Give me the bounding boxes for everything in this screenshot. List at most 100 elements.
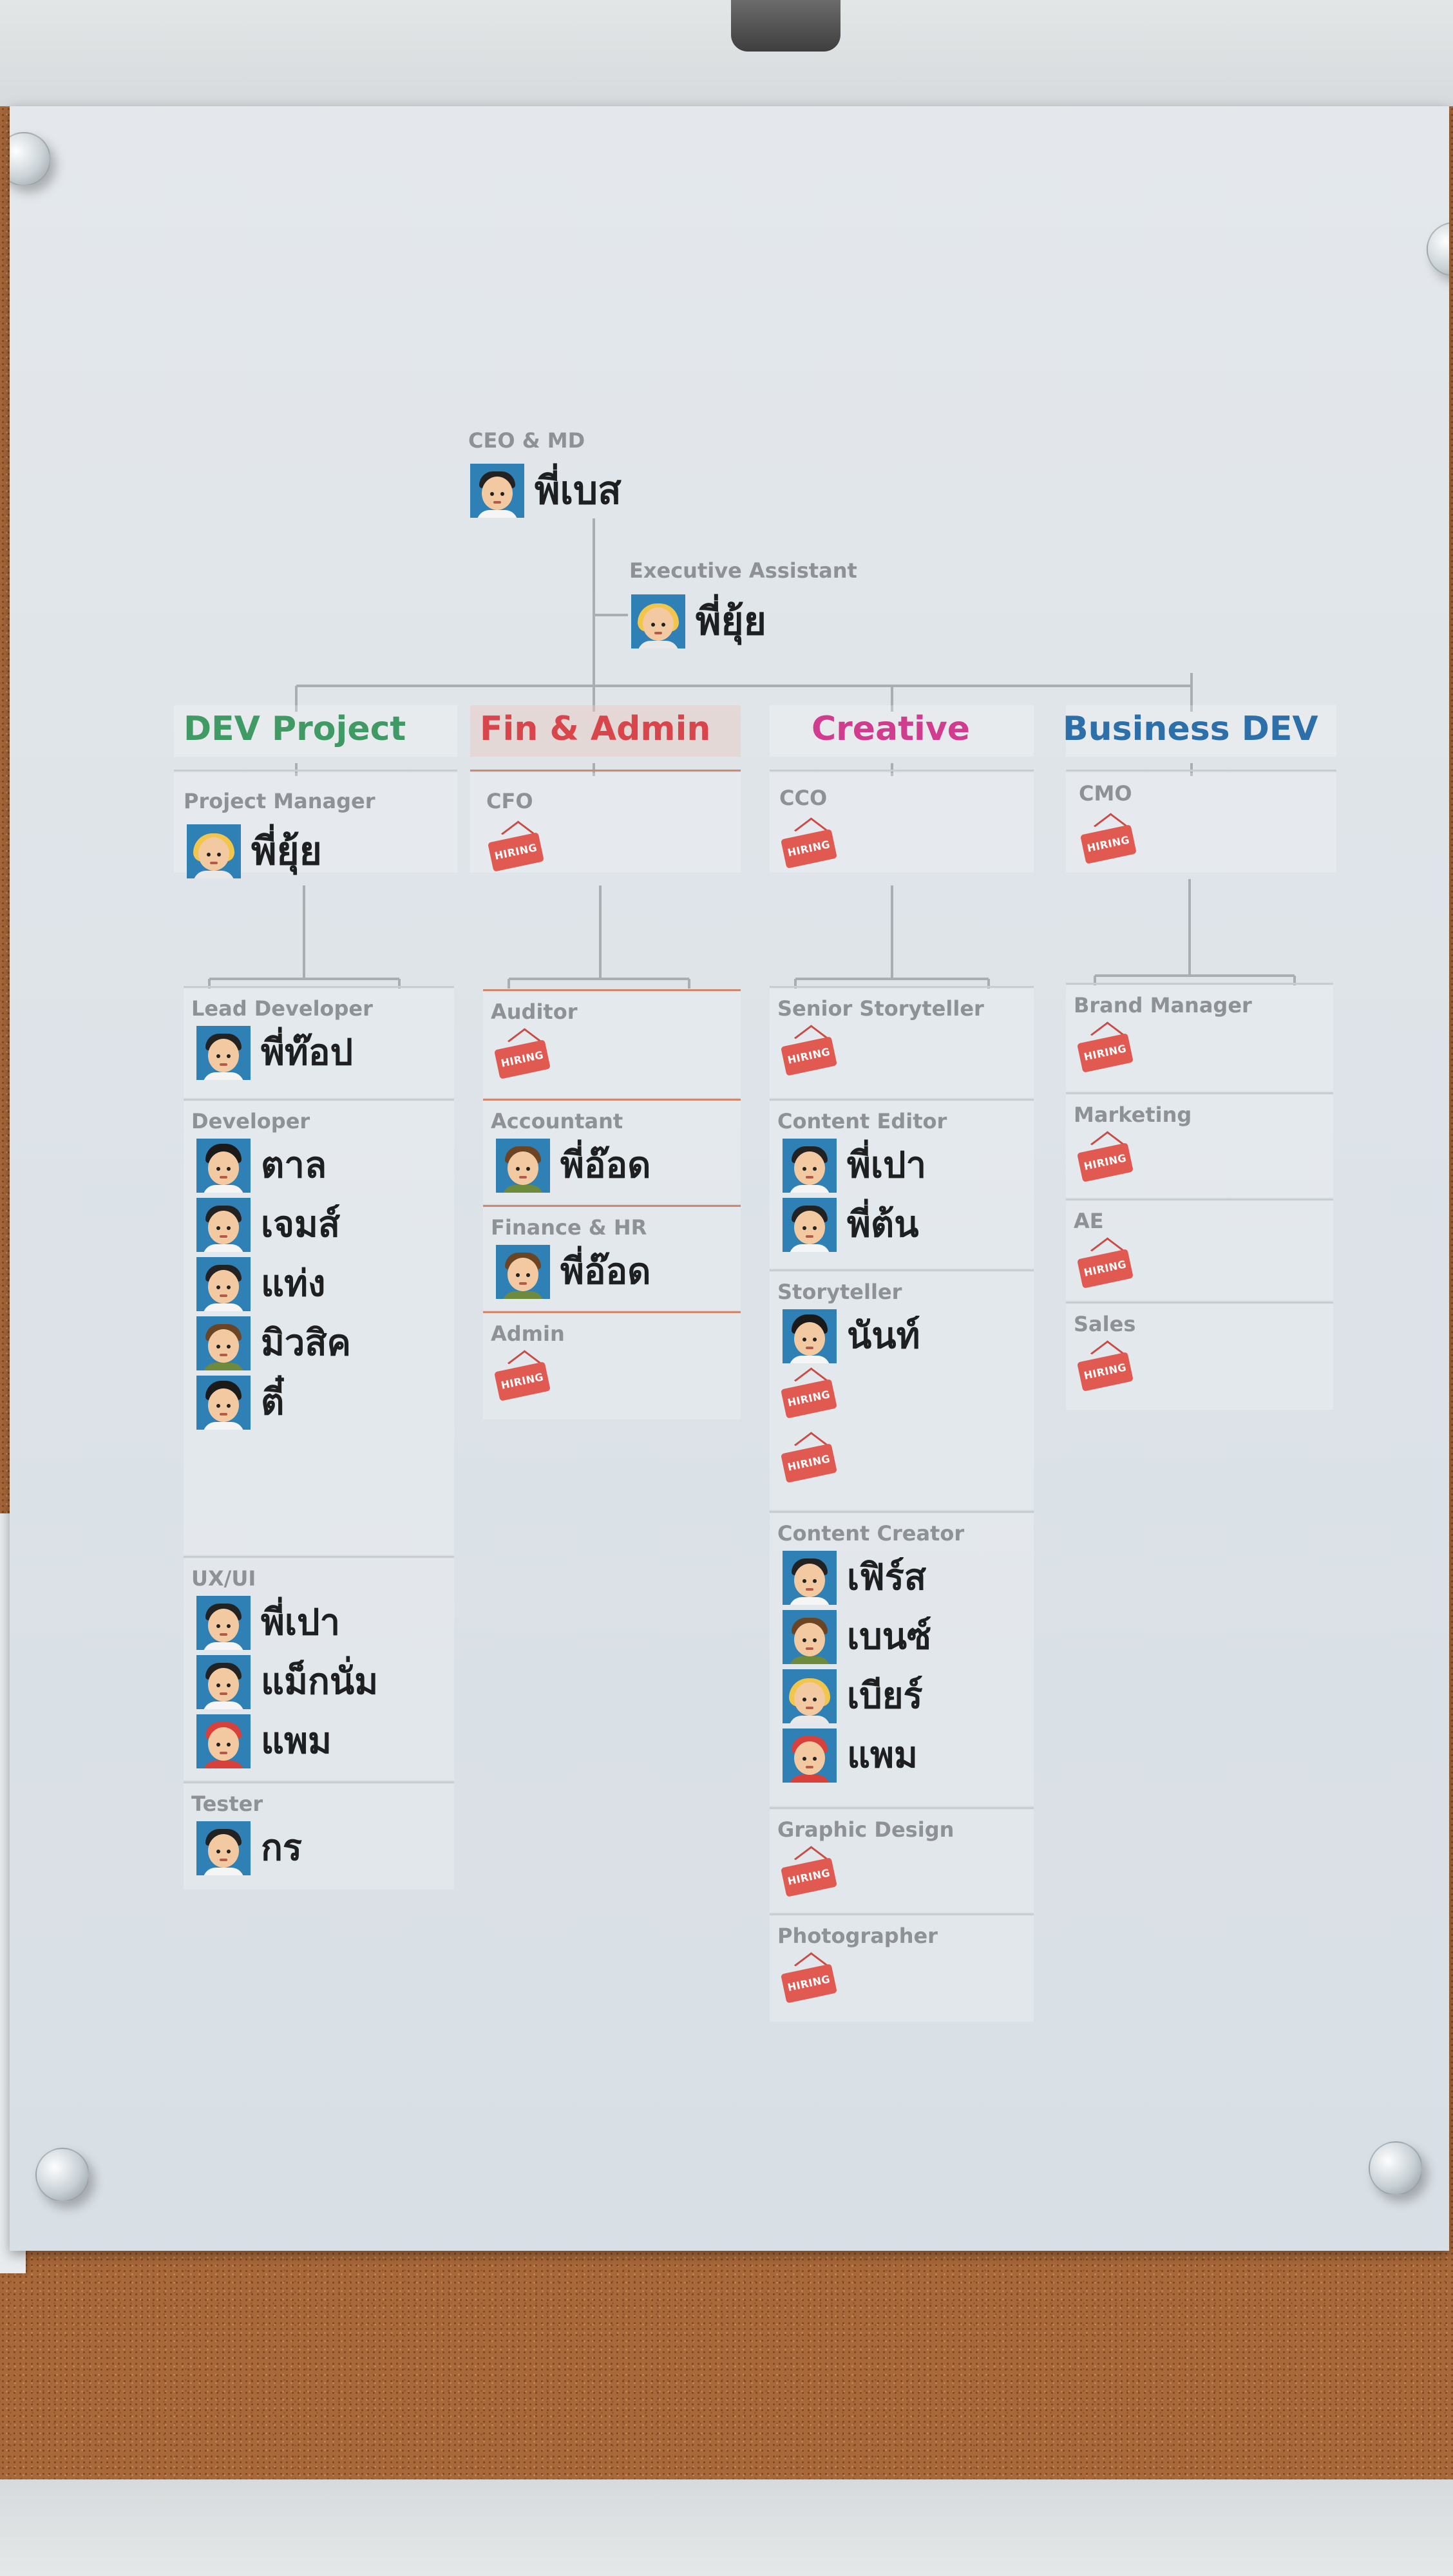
member-name: ตี๋	[261, 1381, 285, 1423]
role-label: Brand Manager	[1074, 993, 1252, 1018]
man-curly-icon	[196, 1376, 251, 1430]
binder-clip	[731, 0, 840, 52]
member-name: พี่อ๊อด	[560, 1251, 651, 1293]
member-name: แม็กนั่ม	[261, 1661, 379, 1703]
man-brown-icon	[196, 1316, 251, 1370]
lead-name-dev: พี่ยุ้ย	[251, 829, 322, 874]
member-name: พี่อ๊อด	[560, 1144, 651, 1186]
member-name: พี่ต้น	[847, 1204, 919, 1245]
role-divider	[483, 1205, 741, 1207]
man-curly-icon	[196, 1139, 251, 1193]
woman-blonde-icon	[783, 1669, 837, 1723]
man-icon	[783, 1139, 837, 1193]
hiring-sign-icon: HIRING	[779, 815, 841, 876]
man-icon	[196, 1596, 251, 1650]
business-team-connector	[1094, 879, 1296, 985]
man-icon	[783, 1551, 837, 1605]
member-name: แพม	[261, 1720, 332, 1762]
role-label: Graphic Design	[777, 1817, 954, 1842]
member-name: กร	[261, 1827, 302, 1869]
member-name: เจมส์	[261, 1204, 341, 1245]
department-header-bg-fin	[470, 705, 741, 757]
hiring-sign-icon: HIRING	[493, 1025, 555, 1087]
role-divider	[184, 1099, 454, 1101]
connector-lines	[208, 518, 1296, 989]
role-label: Content Creator	[777, 1521, 965, 1546]
woman-red-icon	[196, 1714, 251, 1768]
hiring-sign-icon: HIRING	[486, 818, 548, 880]
assistant-name: พี่ยุ้ย	[696, 599, 766, 644]
lead-role-label-creative: CCO	[779, 786, 828, 810]
hiring-sign-icon: HIRING	[1076, 1128, 1137, 1190]
wall-background-bottom	[0, 2479, 1453, 2576]
hiring-sign-icon: HIRING	[779, 1365, 841, 1426]
lead-role-label-fin: CFO	[486, 789, 533, 813]
role-label: Senior Storyteller	[777, 996, 984, 1021]
department-header-bg-dev	[174, 705, 457, 757]
department-header-underline	[1066, 770, 1336, 772]
department-header-underline	[470, 770, 741, 772]
department-header-underline	[770, 770, 1034, 772]
role-label: Tester	[191, 1792, 263, 1816]
man-icon	[196, 1026, 251, 1080]
hiring-sign-icon: HIRING	[779, 1949, 841, 2011]
department-title-fin: Fin & Admin	[480, 710, 711, 748]
hiring-sign-icon: HIRING	[1076, 1338, 1137, 1399]
member-name: พี่ท๊อป	[261, 1032, 354, 1074]
department-header-bg-business	[1066, 705, 1336, 757]
fin-team-connector	[508, 886, 690, 989]
department-title-dev: DEV Project	[184, 710, 406, 748]
department-header-underline	[174, 770, 457, 772]
role-label: Lead Developer	[191, 996, 373, 1021]
pushpin-bottom-left	[35, 2148, 90, 2202]
department-title-business: Business DEV	[1063, 710, 1318, 748]
role-divider	[483, 989, 741, 991]
creative-team-connector	[794, 886, 990, 989]
man-icon	[783, 1198, 837, 1252]
man-icon	[196, 1655, 251, 1709]
role-divider	[770, 1511, 1034, 1513]
role-divider	[770, 1269, 1034, 1271]
member-name: มิวสิค	[261, 1322, 351, 1364]
role-label: Accountant	[491, 1109, 623, 1133]
hiring-sign-icon: HIRING	[493, 1347, 555, 1409]
role-divider	[770, 1099, 1034, 1101]
lead-role-label-business: CMO	[1079, 781, 1132, 806]
role-label: AE	[1074, 1209, 1104, 1233]
lead-role-label-dev: Project Manager	[184, 789, 375, 813]
man-icon	[196, 1821, 251, 1875]
hiring-sign-icon: HIRING	[779, 1843, 841, 1905]
man-curly-icon	[783, 1309, 837, 1363]
member-name: พี่เปา	[261, 1602, 341, 1643]
department-header-bg-creative	[770, 705, 1034, 757]
man-brown-icon	[496, 1139, 550, 1193]
member-name: เฟิร์ส	[847, 1557, 927, 1598]
assistant-role-label: Executive Assistant	[629, 558, 857, 583]
role-box	[1066, 1201, 1333, 1300]
member-name: เบียร์	[847, 1675, 923, 1717]
member-name: พี่เปา	[847, 1144, 927, 1186]
role-divider	[483, 1099, 741, 1101]
role-label: Content Editor	[777, 1109, 947, 1133]
woman-blonde-icon	[631, 594, 685, 649]
role-label: Admin	[491, 1321, 565, 1346]
role-divider	[184, 1556, 454, 1558]
role-divider	[184, 986, 454, 988]
hiring-sign-icon: HIRING	[1076, 1019, 1137, 1081]
role-divider	[1066, 1302, 1333, 1303]
man-icon	[196, 1257, 251, 1311]
role-label: Finance & HR	[491, 1215, 647, 1240]
role-divider	[770, 1807, 1034, 1809]
role-label: Storyteller	[777, 1280, 902, 1304]
role-label: Sales	[1074, 1312, 1136, 1336]
hiring-sign-icon: HIRING	[779, 1429, 841, 1491]
woman-red-icon	[783, 1728, 837, 1783]
man-brown-icon	[783, 1610, 837, 1664]
dev-team-connector	[208, 886, 401, 989]
ceo-name: พี่เบส	[535, 468, 622, 513]
role-label: Photographer	[777, 1924, 938, 1948]
member-name: แท่ง	[261, 1263, 326, 1305]
hiring-sign-icon: HIRING	[1079, 810, 1141, 872]
member-name: ตาล	[261, 1144, 327, 1186]
